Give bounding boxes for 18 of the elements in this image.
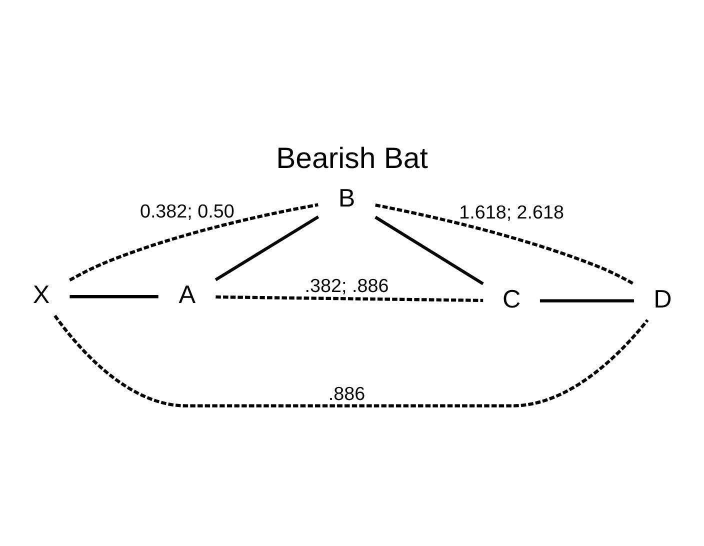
connector: [216, 295, 484, 302]
node-text: A: [178, 281, 196, 310]
connector: [374, 216, 484, 286]
edge-label: 0.382; 0.50: [140, 201, 234, 222]
connector: [214, 216, 320, 282]
node-text: X: [32, 281, 50, 310]
node-text: B: [338, 184, 356, 213]
connector: [68, 203, 318, 282]
edge-label: .886: [328, 384, 366, 405]
diagram-title: Bearish Bat: [276, 142, 428, 175]
connector: [54, 314, 649, 408]
edge-label: .382; .886: [304, 276, 389, 297]
connector: [375, 204, 636, 286]
node-text: D: [654, 285, 672, 314]
connector: [540, 299, 634, 302]
edge-label: 1.618; 2.618: [459, 202, 564, 224]
connector: [70, 295, 158, 298]
node-text: C: [502, 285, 521, 314]
